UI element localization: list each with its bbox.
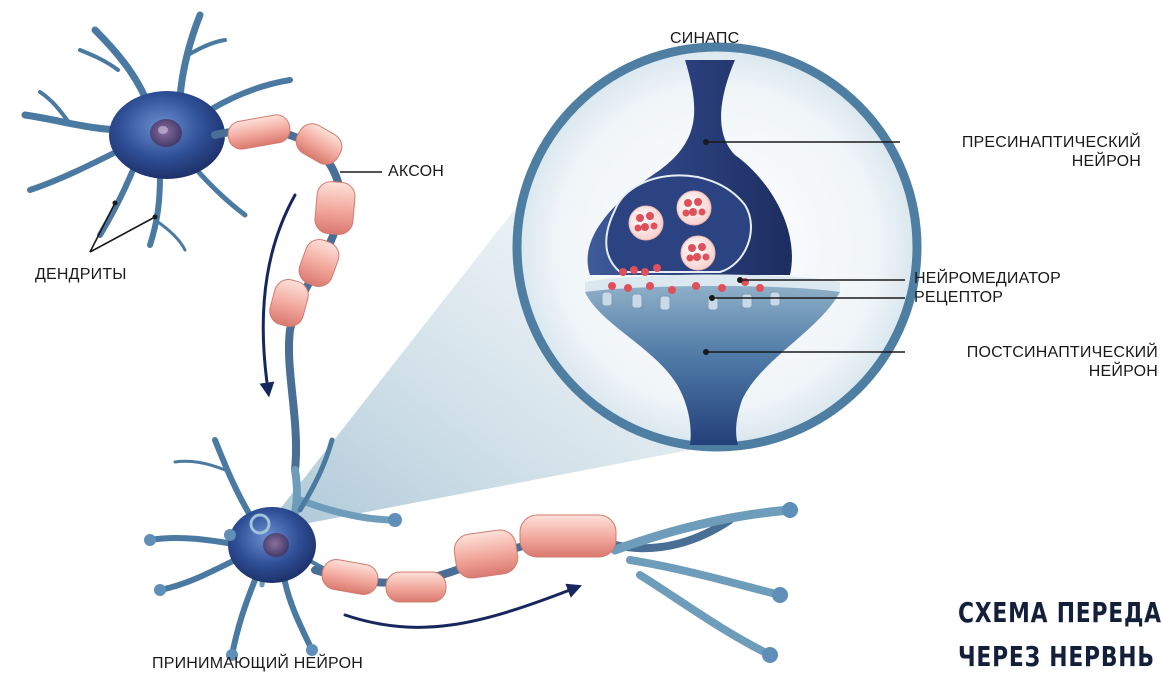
label-receptor: РЕЦЕПТОР: [914, 289, 1003, 307]
label-axon: АКСОН: [388, 163, 444, 181]
label-neurotransmitter: НЕЙРОМЕДИАТОР: [914, 270, 1061, 288]
arrow-lower: [345, 588, 575, 627]
label-receiving-neuron: ПРИНИМАЮЩИЙ НЕЙРОН: [152, 655, 363, 673]
label-postsynaptic-neuron: ПОСТСИНАПТИЧЕСКИЙ НЕЙРОН: [895, 343, 1158, 381]
upper-myelin-sheath: [226, 113, 356, 330]
lower-neuron-soma: [228, 507, 316, 583]
label-postsynaptic-line2: НЕЙРОН: [895, 362, 1158, 381]
label-presynaptic-line1: ПРЕСИНАПТИЧЕСКИЙ: [903, 133, 1141, 152]
synapse-circle: [517, 47, 917, 447]
label-postsynaptic-line1: ПОСТСИНАПТИЧЕСКИЙ: [895, 343, 1158, 362]
title-line2: ЧЕРЕЗ НЕРВНЬ: [958, 640, 1155, 673]
label-presynaptic-line2: НЕЙРОН: [903, 152, 1141, 171]
title-line1: СХЕМА ПЕРЕДА: [958, 596, 1161, 629]
label-dendrites: ДЕНДРИТЫ: [35, 266, 127, 284]
label-presynaptic-neuron: ПРЕСИНАПТИЧЕСКИЙ НЕЙРОН: [903, 133, 1141, 171]
upper-neuron-soma: [109, 91, 225, 179]
label-synapse: СИНАПС: [670, 30, 739, 48]
